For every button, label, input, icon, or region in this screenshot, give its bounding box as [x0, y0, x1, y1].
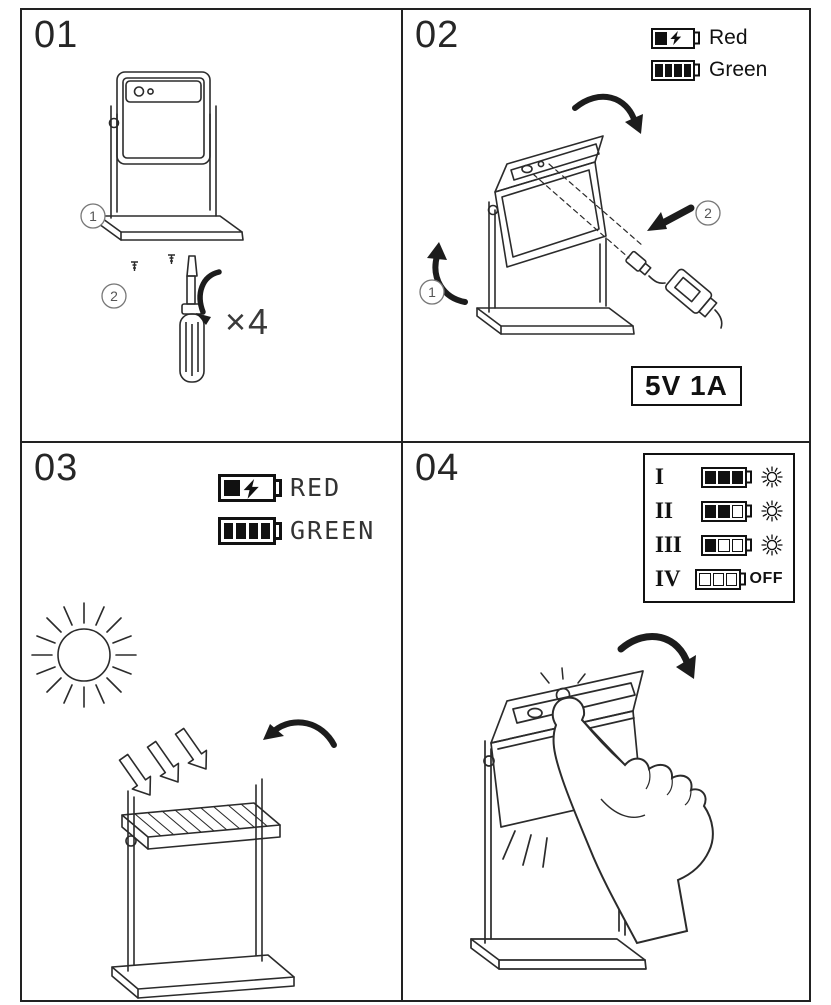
step-number: 03 — [34, 447, 79, 489]
lamp-bracket — [108, 105, 217, 219]
battery-level-icon — [701, 534, 747, 556]
legend-row-full: GREEN — [218, 516, 375, 545]
solar-charging-illustration — [31, 602, 337, 999]
mode-table: I II III IV OFF — [643, 453, 795, 603]
callout-2: 2 — [695, 200, 721, 226]
insert-guide-line — [532, 173, 630, 259]
step-number: 04 — [415, 447, 460, 489]
battery-level-icon — [701, 466, 747, 488]
svg-text:2: 2 — [704, 205, 712, 221]
insert-arrow-icon — [647, 204, 695, 231]
insert-guide-line — [548, 163, 644, 247]
legend-row-charging: RED — [218, 473, 375, 502]
battery-charging-icon — [651, 27, 695, 49]
screwdriver-icon — [179, 255, 205, 383]
hand-press-icon — [551, 696, 714, 945]
step-number: 01 — [34, 14, 79, 56]
battery-full-icon — [218, 516, 276, 545]
mode-row: II — [655, 498, 783, 524]
assembly-illustration: 1 2 ×4 — [80, 71, 270, 383]
power-rating-badge: 5V 1A — [631, 366, 742, 406]
battery-level-icon — [695, 568, 742, 590]
charging-illustration: 1 2 — [419, 93, 723, 335]
solar-panel-tray — [121, 802, 281, 850]
mode-row: I — [655, 464, 783, 490]
lamp-base — [476, 307, 635, 335]
lamp-bracket — [125, 778, 263, 972]
rotate-arrow-icon — [196, 269, 222, 325]
button-press-illustration — [470, 632, 714, 970]
panel-step-02: 02 Red Green — [403, 10, 809, 443]
battery-full-icon — [651, 59, 695, 81]
svg-text:1: 1 — [428, 284, 436, 300]
lamp-base — [470, 938, 647, 970]
lamp-head — [487, 135, 607, 268]
mode-level: III — [655, 532, 682, 557]
rotate-arrow-icon — [263, 719, 337, 748]
lamp-base — [111, 954, 295, 999]
legend-label: RED — [290, 473, 342, 502]
legend-row-full: Green — [651, 58, 793, 82]
mode-level: I — [655, 464, 664, 489]
mode-row: IV OFF — [655, 566, 783, 592]
lamp-bracket — [488, 201, 607, 313]
lamp-base — [98, 215, 244, 241]
sunlight-arrows — [118, 727, 208, 796]
light-rays — [502, 830, 548, 868]
legend-label: Green — [709, 58, 768, 81]
press-lines — [540, 667, 586, 684]
callout-1: 1 — [419, 279, 445, 305]
screw-count-label: ×4 — [225, 301, 270, 342]
legend-label: GREEN — [290, 516, 376, 545]
rotate-arrow-icon — [617, 632, 696, 679]
rotate-arrow-icon — [572, 93, 643, 134]
panel-step-04: 04 I II III IV OFF — [403, 443, 809, 1000]
screws-icon — [131, 254, 175, 271]
step-number: 02 — [415, 14, 460, 56]
battery-status-legend: RED GREEN — [218, 473, 376, 545]
battery-status-legend: Red Green — [651, 26, 793, 82]
battery-level-icon — [701, 500, 747, 522]
callout-1: 1 — [80, 203, 106, 229]
mode-level: IV — [655, 566, 681, 591]
battery-charging-icon — [218, 473, 276, 502]
sun-icon — [31, 602, 137, 708]
usb-cable-icon — [625, 250, 723, 329]
legend-row-charging: Red — [651, 26, 793, 50]
instruction-sheet: 01 — [20, 8, 811, 1002]
legend-label: Red — [709, 26, 748, 49]
svg-text:2: 2 — [110, 288, 118, 304]
off-label: OFF — [749, 570, 783, 587]
panel-step-01: 01 — [22, 10, 403, 443]
panel-step-03: 03 RED GREEN — [22, 443, 403, 1000]
callout-2: 2 — [101, 283, 127, 309]
lamp-head — [116, 71, 211, 165]
mode-row: III — [655, 532, 783, 558]
svg-text:1: 1 — [89, 208, 97, 224]
mode-level: II — [655, 498, 673, 523]
